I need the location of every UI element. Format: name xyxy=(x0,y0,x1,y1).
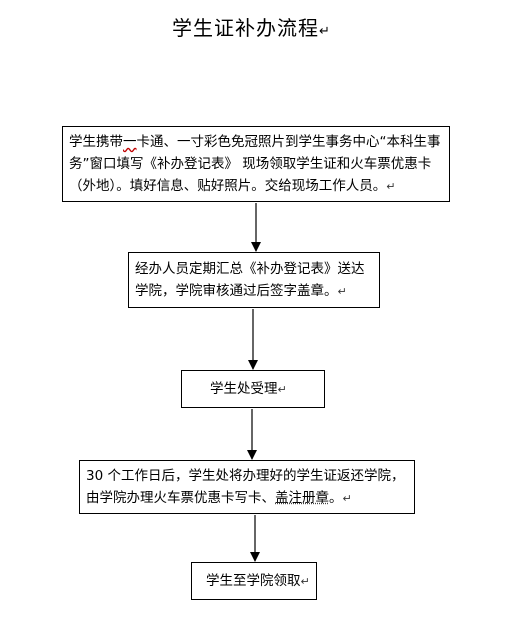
step-4-text: 30 个工作日后，学生处将办理好的学生证返还学院，由学院办理火车票优惠卡写卡、盖… xyxy=(86,465,408,510)
step-4-seg-1: 30 个工作日后，学生处将办理好的学生证返还学院，由学院办理火车票优惠卡写卡、 xyxy=(86,468,405,506)
step-3-text: 学生处受理↵ xyxy=(210,378,324,401)
step-1-seg-1: 学生携带 xyxy=(69,134,123,150)
step-2-seg-1: 经办人员定期汇总《补办登记表》送达学院，学院审核通过后签字盖章。 xyxy=(135,261,365,299)
step-3-seg-1: 学生处受理 xyxy=(210,381,278,397)
step-1-seg-2: 一 xyxy=(123,134,137,150)
paragraph-mark: ↵ xyxy=(277,383,287,396)
step-4-seg-3: 。 xyxy=(329,490,343,506)
page-title: 学生证补办流程↵ xyxy=(172,12,331,41)
step-5-seg-1: 学生至学院领取 xyxy=(206,573,301,589)
paragraph-mark: ↵ xyxy=(300,575,310,588)
paragraph-mark: ↵ xyxy=(386,180,396,193)
paragraph-mark: ↵ xyxy=(319,24,331,39)
paragraph-mark: ↵ xyxy=(337,285,347,298)
step-box-5: 学生至学院领取↵ xyxy=(191,562,317,600)
step-box-3: 学生处受理↵ xyxy=(181,370,325,408)
step-1-seg-3: 卡通、一寸彩色免冠照片到学生事务中心“本科生事务”窗口填写《补办登记表》 现场领… xyxy=(69,134,441,194)
step-4-seg-2: 盖注册章 xyxy=(275,490,329,506)
title-text: 学生证补办流程 xyxy=(172,16,319,40)
step-1-text: 学生携带一卡通、一寸彩色免冠照片到学生事务中心“本科生事务”窗口填写《补办登记表… xyxy=(69,131,443,198)
step-5-text: 学生至学院领取↵ xyxy=(206,570,316,593)
step-box-1: 学生携带一卡通、一寸彩色免冠照片到学生事务中心“本科生事务”窗口填写《补办登记表… xyxy=(62,126,450,202)
step-box-4: 30 个工作日后，学生处将办理好的学生证返还学院，由学院办理火车票优惠卡写卡、盖… xyxy=(79,460,415,514)
step-box-2: 经办人员定期汇总《补办登记表》送达学院，学院审核通过后签字盖章。↵ xyxy=(128,252,380,308)
paragraph-mark: ↵ xyxy=(342,492,352,505)
step-2-text: 经办人员定期汇总《补办登记表》送达学院，学院审核通过后签字盖章。↵ xyxy=(135,258,373,303)
